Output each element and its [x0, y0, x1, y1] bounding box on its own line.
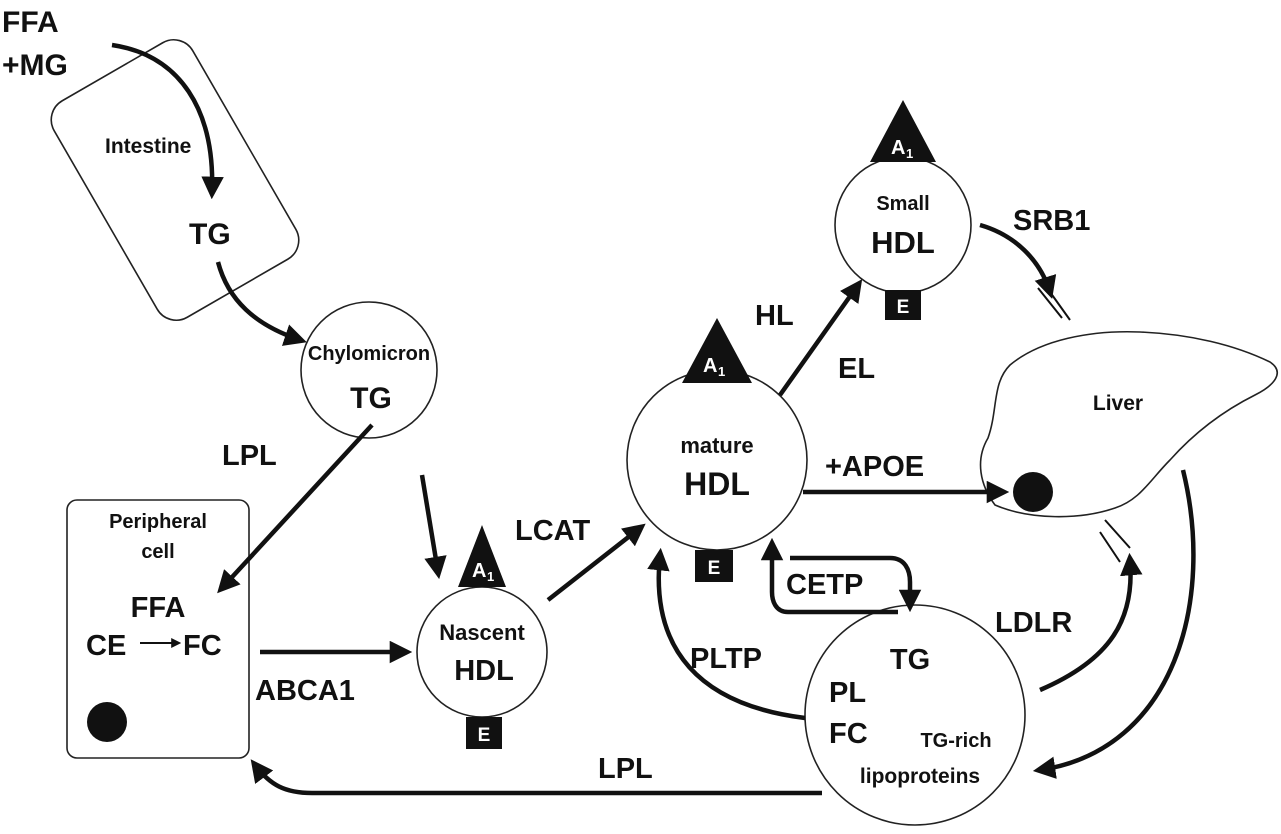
cetp-to-tgrich-arrow — [790, 555, 922, 613]
liver-label: Liver — [1093, 392, 1143, 415]
ldlr-label: LDLR — [995, 607, 1072, 639]
peripheral-ffa-label: FFA — [131, 592, 186, 624]
svg-text:E: E — [897, 297, 910, 318]
chylomicron-circle — [300, 301, 438, 439]
peripheral-cell-box — [66, 499, 250, 759]
ffa-input-label: FFA — [2, 6, 59, 39]
lpl-top-label: LPL — [222, 440, 277, 472]
apoa1-marker-mature-hdl: A 1 — [682, 318, 752, 383]
lcat-arrow — [546, 523, 646, 602]
intestine-label: Intestine — [105, 135, 191, 158]
chylomicron-label: Chylomicron — [308, 343, 430, 365]
peripheral-ce-label: CE — [86, 630, 126, 662]
peripheral-cell-dot — [87, 702, 127, 742]
nascent-hdl-label: HDL — [454, 655, 514, 687]
tgrich-label-2: lipoproteins — [860, 765, 980, 788]
lcat-label: LCAT — [515, 515, 590, 547]
tgrich-lipoprotein-circle — [804, 604, 1026, 826]
liver-shape — [979, 330, 1278, 518]
tgrich-tg-label: TG — [890, 644, 930, 676]
pltp-label: PLTP — [690, 643, 762, 675]
pltp-arrow — [647, 547, 806, 721]
el-label: EL — [838, 353, 875, 385]
ldlr-receptor-mark — [1099, 519, 1131, 563]
svg-text:1: 1 — [718, 364, 725, 379]
apoa1-marker-small-hdl: A 1 — [870, 100, 936, 162]
mature-hdl-label: HDL — [684, 466, 750, 502]
nascent-hdl-circle — [416, 586, 548, 718]
apoe-marker-nascent-hdl: E — [466, 717, 502, 749]
apoa1-marker-nascent-hdl: A 1 — [458, 525, 506, 587]
peripheral-cell-title-2: cell — [141, 541, 174, 563]
peripheral-fc-label: FC — [183, 630, 222, 662]
lpl-bottom-label: LPL — [598, 753, 653, 785]
ffa-mg-to-tg-arrow — [111, 42, 224, 200]
mature-label: mature — [680, 433, 753, 458]
liver-to-tgrich-arrow — [1032, 469, 1196, 779]
tgrich-fc-label: FC — [829, 718, 868, 750]
peripheral-cell-title-1: Peripheral — [109, 511, 207, 533]
small-hdl-label: HDL — [871, 225, 935, 260]
svg-text:1: 1 — [906, 146, 913, 161]
apoe-marker-mature-hdl: E — [695, 550, 733, 582]
svg-text:E: E — [708, 558, 721, 579]
apoe-label: +APOE — [825, 451, 924, 483]
svg-text:A: A — [891, 137, 905, 159]
cetp-to-mature-arrow — [760, 537, 898, 615]
intestine-tg-label: TG — [189, 218, 231, 251]
tgrich-label-1: TG-rich — [920, 730, 991, 752]
svg-text:E: E — [478, 725, 491, 746]
ldlr-arrow — [1039, 552, 1143, 693]
srb1-label: SRB1 — [1013, 205, 1090, 237]
cetp-label: CETP — [786, 569, 863, 601]
srb1-receptor-mark — [1037, 287, 1071, 321]
tgrich-pl-label: PL — [829, 677, 866, 709]
intestine-box — [50, 38, 300, 322]
svg-text:A: A — [472, 560, 486, 582]
mg-input-label: +MG — [2, 49, 68, 82]
abca1-label: ABCA1 — [255, 675, 355, 707]
srb1-arrow — [979, 222, 1057, 299]
apoe-marker-small-hdl: E — [885, 290, 921, 320]
small-label: Small — [876, 193, 929, 215]
mature-hdl-circle — [626, 369, 808, 551]
hl-label: HL — [755, 300, 794, 332]
liver-apoe-dot — [1013, 472, 1053, 512]
chylomicron-to-nascent-arrow — [419, 474, 447, 580]
svg-text:1: 1 — [487, 569, 494, 584]
lpl-bottom-arrow — [250, 759, 822, 796]
chylomicron-lpl-to-peripheral-arrow — [217, 423, 374, 594]
nascent-label: Nascent — [439, 620, 525, 645]
tg-to-chylomicron-arrow — [215, 261, 307, 346]
hl-el-arrow — [778, 279, 863, 397]
chylomicron-tg-label: TG — [350, 382, 392, 415]
svg-text:A: A — [703, 355, 717, 377]
